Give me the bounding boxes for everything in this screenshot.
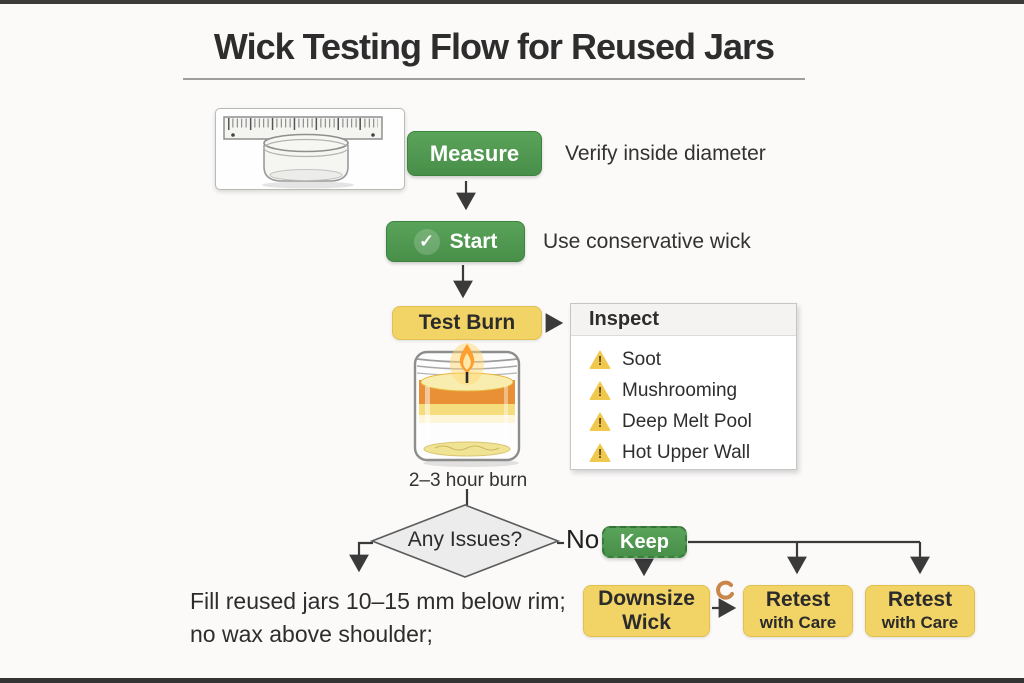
measure-note: Verify inside diameter [565, 142, 766, 165]
keep-node: Keep [602, 526, 687, 558]
retest-1-label-line1: Retest [765, 588, 831, 611]
title-block: Wick Testing Flow for Reused Jars [183, 26, 805, 80]
candle-jar-icon [405, 336, 529, 473]
check-icon: ✓ [413, 228, 440, 255]
page-title: Wick Testing Flow for Reused Jars [213, 26, 775, 67]
title-underline [183, 78, 805, 80]
start-note: Use conservative wick [543, 230, 751, 253]
measure-illustration-card [215, 108, 405, 190]
ruler-jar-icon [223, 116, 383, 189]
inspect-item-soot: ! Soot [589, 344, 796, 375]
inspect-header: Inspect [571, 304, 796, 336]
downsize-label-line1: Downsize [598, 587, 695, 610]
fill-note-line1: Fill reused jars 10–15 mm below rim; [190, 588, 566, 614]
inspect-panel: Inspect ! Soot ! Mushrooming ! Deep Melt… [570, 303, 797, 470]
downsize-label-line2: Wick [622, 611, 671, 634]
test-burn-label: Test Burn [418, 311, 516, 334]
retest-node-1: Retest with Care [743, 585, 853, 637]
fill-note-line2: no wax above shoulder; [190, 621, 433, 647]
inspect-item-label: Soot [622, 348, 662, 370]
retry-icon [711, 580, 737, 607]
inspect-item-hot-upper-wall: ! Hot Upper Wall [589, 437, 796, 468]
warning-icon: ! [589, 443, 611, 462]
bottom-letterbox-bar [0, 678, 1024, 683]
warning-icon: ! [589, 350, 611, 369]
top-letterbox-bar [0, 0, 1024, 4]
warning-icon: ! [589, 381, 611, 400]
retest-2-label-line1: Retest [887, 588, 953, 611]
decision-label: Any Issues? [407, 528, 523, 551]
inspect-item-label: Mushrooming [622, 379, 738, 401]
measure-label: Measure [429, 140, 520, 166]
retest-1-label-line2: with Care [759, 613, 837, 632]
fill-guideline-note: Fill reused jars 10–15 mm below rim; no … [190, 585, 566, 651]
keep-label: Keep [620, 530, 669, 553]
start-label: Start [449, 229, 498, 253]
retest-2-label-line2: with Care [881, 613, 959, 632]
inspect-item-deep-melt-pool: ! Deep Melt Pool [589, 406, 796, 437]
arrow-diamond-to-fill-note [349, 541, 373, 573]
retest-node-2: Retest with Care [865, 585, 975, 637]
warning-icon: ! [589, 412, 611, 431]
downsize-wick-node: Downsize Wick [583, 585, 710, 637]
burn-duration-caption: 2–3 hour burn [408, 470, 528, 491]
inspect-item-label: Deep Melt Pool [622, 410, 752, 432]
start-node: ✓ Start [386, 221, 525, 262]
inspect-item-label: Hot Upper Wall [622, 441, 751, 463]
branch-no-label: No [566, 524, 600, 554]
measure-node: Measure [407, 131, 542, 176]
test-burn-node: Test Burn [392, 306, 542, 340]
inspect-item-list: ! Soot ! Mushrooming ! Deep Melt Pool ! … [571, 336, 796, 468]
inspect-item-mushrooming: ! Mushrooming [589, 375, 796, 406]
